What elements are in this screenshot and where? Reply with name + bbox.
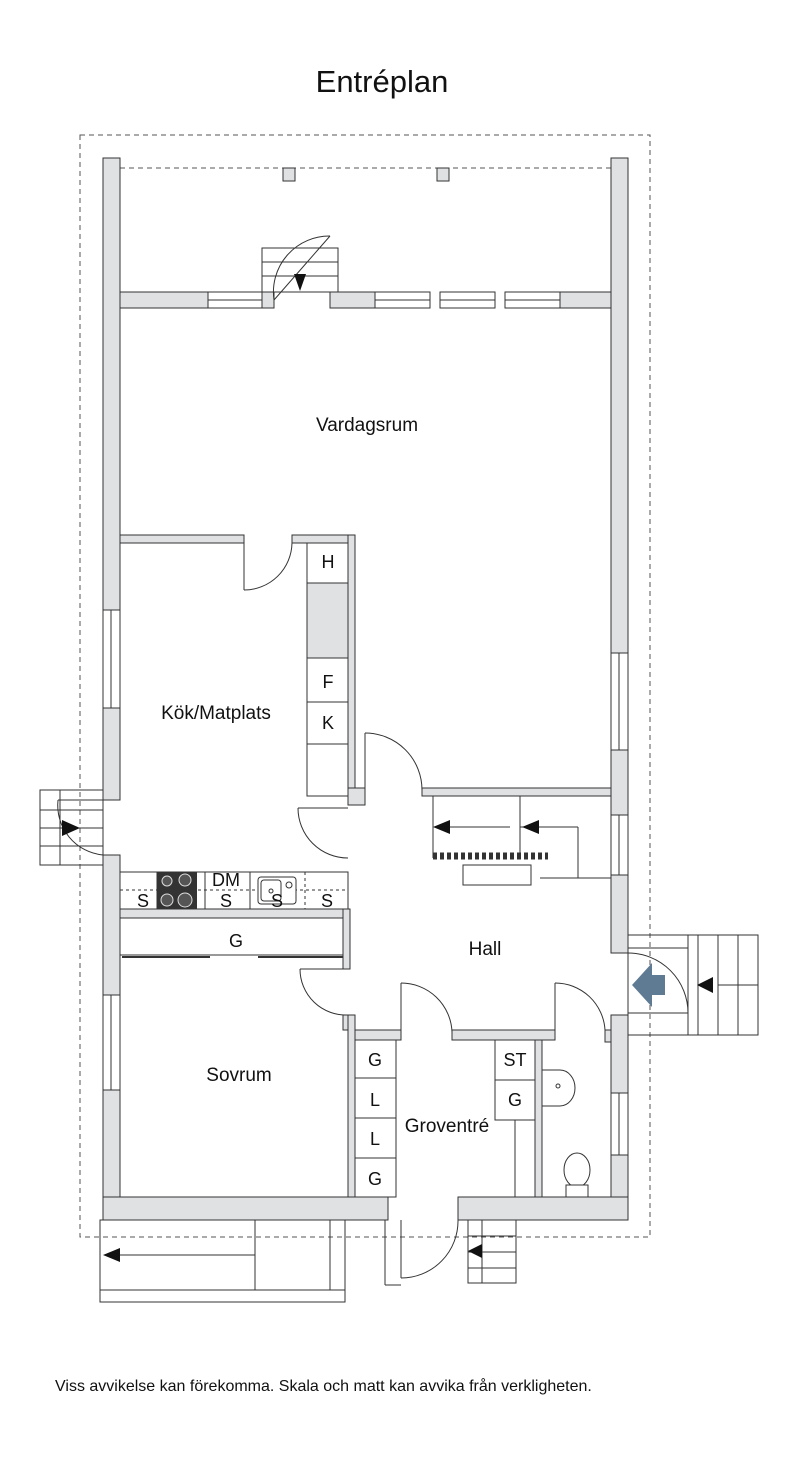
- wall: [347, 1014, 356, 1198]
- hall-wardrobes: [432, 796, 611, 886]
- label-hood: H: [322, 552, 335, 572]
- disclaimer-text: Viss avvikelse kan förekomma. Skala och …: [55, 1378, 592, 1395]
- arrow-left-icon: [522, 820, 539, 834]
- sink-icon: [257, 876, 297, 905]
- floor-plan: Vardagsrum Kök/Matplats Hall Sovrum Grov…: [39, 134, 759, 1303]
- property-outline: [79, 134, 651, 1238]
- groventre-cabinets: [354, 1039, 536, 1198]
- wall: [119, 291, 209, 309]
- wall: [119, 908, 351, 919]
- wall: [347, 534, 356, 806]
- wall: [451, 1029, 556, 1041]
- wall: [421, 787, 612, 797]
- wall: [329, 291, 376, 309]
- plan-title: Entréplan: [315, 64, 449, 99]
- walls: [102, 157, 629, 1221]
- label-fridge: F: [323, 672, 334, 692]
- wall: [342, 908, 351, 970]
- label-wardrobe: G: [368, 1050, 382, 1070]
- east-steps: [627, 934, 759, 1036]
- doors: [57, 235, 689, 1279]
- label-dishwasher: DM: [212, 870, 240, 890]
- wall: [534, 1039, 543, 1198]
- label-wardrobe: G: [368, 1169, 382, 1189]
- room-label-groventre: Groventré: [405, 1116, 489, 1137]
- label-storage: S: [137, 891, 149, 911]
- door: [273, 235, 331, 301]
- label-storage: S: [271, 891, 283, 911]
- wc-fixtures: [541, 1069, 591, 1198]
- label-storage: S: [220, 891, 232, 911]
- wall: [261, 291, 275, 309]
- label-storage: S: [321, 891, 333, 911]
- label-cleaning-cupboard: ST: [503, 1050, 526, 1070]
- arrow-down-icon: [294, 274, 306, 291]
- wall: [102, 854, 121, 996]
- veranda-post: [282, 167, 296, 182]
- wall: [610, 874, 629, 954]
- arrow-left-icon: [468, 1244, 482, 1258]
- label-wardrobe: G: [508, 1090, 522, 1110]
- wall: [347, 787, 366, 806]
- label-freezer: K: [322, 713, 334, 733]
- wall: [119, 534, 245, 544]
- bedroom-wardrobe: [120, 954, 343, 958]
- windows: [102, 291, 629, 1156]
- door-swing: [272, 235, 331, 301]
- wall: [610, 157, 629, 654]
- room-label-sovrum: Sovrum: [206, 1065, 271, 1086]
- wall: [457, 1196, 629, 1221]
- wall: [610, 1014, 629, 1094]
- arrow-right-icon: [62, 820, 80, 836]
- veranda-post: [436, 167, 450, 182]
- room-label-vardagsrum: Vardagsrum: [316, 415, 418, 436]
- south-ramp: [99, 1219, 346, 1303]
- main-entrance-icon: [632, 963, 665, 1007]
- room-label-hall: Hall: [469, 939, 502, 960]
- arrow-left-icon: [697, 977, 713, 993]
- kitchen-tall-units: [306, 542, 349, 797]
- wall: [604, 1029, 612, 1043]
- wall: [354, 1029, 402, 1041]
- label-linen: L: [370, 1090, 380, 1110]
- label-wardrobe: G: [229, 931, 243, 951]
- south-steps: [384, 1219, 517, 1286]
- wall: [559, 291, 612, 309]
- label-linen: L: [370, 1129, 380, 1149]
- wall: [610, 749, 629, 816]
- wall: [291, 534, 356, 544]
- wall: [102, 707, 121, 801]
- room-label-kok: Kök/Matplats: [161, 703, 271, 724]
- wall: [102, 157, 121, 611]
- toilet-icon: [563, 1152, 591, 1188]
- arrow-left-icon: [103, 1248, 120, 1262]
- wall: [102, 1196, 389, 1221]
- arrow-left-icon: [433, 820, 450, 834]
